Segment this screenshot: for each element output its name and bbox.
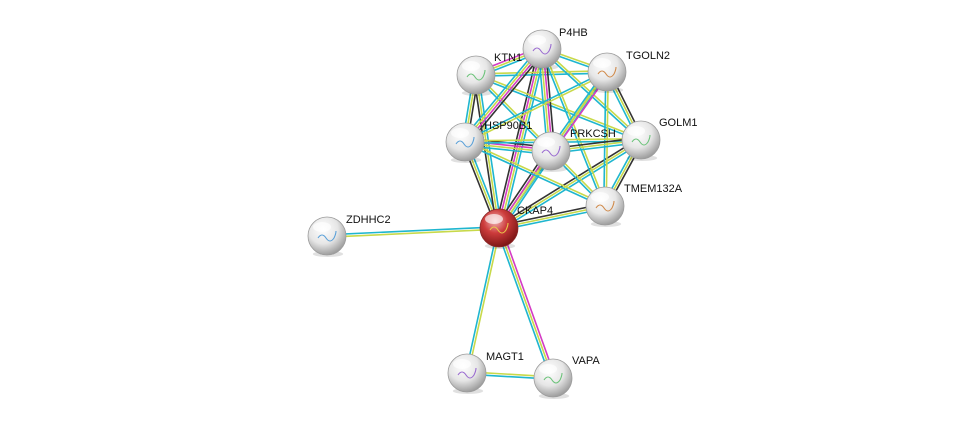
- edge-line-textmining: [327, 228, 500, 238]
- edge-line-textmining: [498, 227, 554, 379]
- edge-line-database: [495, 228, 552, 380]
- edge-line-coexpression: [467, 50, 546, 145]
- node-sphere: [531, 131, 571, 171]
- edge-line-experiment: [500, 226, 557, 378]
- edge-line-database: [464, 70, 607, 142]
- node-ktn1[interactable]: KTN1: [456, 52, 522, 96]
- node-sphere: [585, 186, 625, 226]
- node-sphere: [447, 353, 487, 393]
- protein-structure-icon: [466, 69, 486, 81]
- edge-ktn1-tgoln2: [475, 70, 608, 77]
- node-label: HSP90B1: [484, 120, 532, 132]
- edge-line-textmining: [499, 49, 544, 229]
- node-sphere: [533, 358, 573, 398]
- node-highlight: [627, 126, 645, 136]
- node-golm1[interactable]: GOLM1: [621, 117, 698, 161]
- node-label: TGOLN2: [626, 50, 670, 62]
- node-highlight: [591, 192, 609, 202]
- edge-ckap4-vapa: [495, 226, 557, 380]
- node-sphere: [479, 208, 519, 248]
- edge-line-coexpression: [497, 137, 641, 227]
- edge-p4hb-tmem132a: [540, 48, 607, 207]
- node-label: ZDHHC2: [346, 214, 391, 226]
- edge-line-experiment: [465, 49, 544, 144]
- node-sphere: [445, 122, 485, 162]
- node-ckap4[interactable]: CKAP4: [479, 205, 553, 249]
- node-sphere: [522, 29, 562, 69]
- edge-line-database: [475, 75, 641, 142]
- protein-structure-icon: [489, 222, 509, 234]
- edge-hsp90b1-tmem132a: [464, 140, 606, 208]
- node-highlight: [462, 61, 480, 71]
- node-sphere: [307, 216, 347, 256]
- edge-tgoln2-hsp90b1: [464, 70, 608, 144]
- edge-line-database: [461, 46, 540, 141]
- node-label: GOLM1: [659, 117, 698, 129]
- node-highlight: [528, 35, 546, 45]
- edge-line-database: [540, 49, 605, 207]
- protein-structure-icon: [597, 66, 617, 78]
- edge-p4hb-hsp90b1: [461, 46, 546, 145]
- edge-line-database: [477, 74, 503, 228]
- edge-line-database: [464, 142, 605, 208]
- node-highlight: [593, 58, 611, 68]
- edge-line-textmining: [467, 228, 501, 374]
- node-label: PRKCSH: [570, 128, 616, 140]
- node-highlight: [453, 359, 471, 369]
- edge-line-database: [465, 227, 499, 373]
- edge-line-database: [326, 226, 499, 236]
- node-tmem132a[interactable]: TMEM132A: [585, 183, 683, 227]
- node-highlight: [313, 222, 331, 232]
- node-magt1[interactable]: MAGT1: [447, 351, 524, 394]
- protein-structure-icon: [457, 367, 477, 379]
- protein-structure-icon: [317, 230, 337, 242]
- node-label: TMEM132A: [624, 183, 683, 195]
- edge-line-textmining: [465, 140, 606, 206]
- protein-structure-icon: [543, 372, 563, 384]
- edge-line-textmining: [476, 73, 642, 140]
- edge-line-textmining: [542, 48, 607, 206]
- node-label: VAPA: [572, 355, 600, 367]
- node-label: P4HB: [559, 27, 588, 39]
- node-tgoln2[interactable]: TGOLN2: [587, 50, 670, 93]
- node-p4hb[interactable]: P4HB: [522, 27, 588, 70]
- edge-ktn1-golm1: [475, 73, 642, 142]
- node-sphere: [587, 52, 627, 92]
- protein-structure-icon: [631, 134, 651, 146]
- node-highlight: [485, 214, 503, 224]
- protein-structure-icon: [532, 43, 552, 55]
- node-sphere: [621, 120, 661, 160]
- protein-structure-icon: [455, 136, 475, 148]
- edge-ckap4-magt1: [465, 227, 501, 374]
- node-highlight: [451, 128, 469, 138]
- node-label: CKAP4: [517, 205, 553, 217]
- node-zdhhc2[interactable]: ZDHHC2: [307, 214, 391, 257]
- node-prkcsh[interactable]: PRKCSH: [531, 128, 616, 172]
- edge-line-textmining: [465, 72, 608, 144]
- node-label: KTN1: [494, 52, 522, 64]
- node-highlight: [537, 137, 555, 147]
- node-hsp90b1[interactable]: HSP90B1: [445, 120, 532, 163]
- protein-structure-icon: [595, 200, 615, 212]
- node-label: MAGT1: [486, 351, 524, 363]
- node-sphere: [456, 55, 496, 95]
- edge-ckap4-zdhhc2: [326, 226, 500, 238]
- node-vapa[interactable]: VAPA: [533, 355, 600, 399]
- edge-line-textmining: [498, 139, 642, 229]
- edge-line-database: [499, 141, 643, 231]
- node-highlight: [539, 364, 557, 374]
- edge-line-textmining: [463, 47, 542, 142]
- edge-line-database: [476, 72, 608, 77]
- edge-line-textmining: [475, 70, 607, 75]
- edge-line-experiment: [497, 48, 542, 228]
- protein-structure-icon: [541, 145, 561, 157]
- edge-line-coexpression: [494, 47, 540, 228]
- edge-ckap4-golm1: [497, 137, 643, 231]
